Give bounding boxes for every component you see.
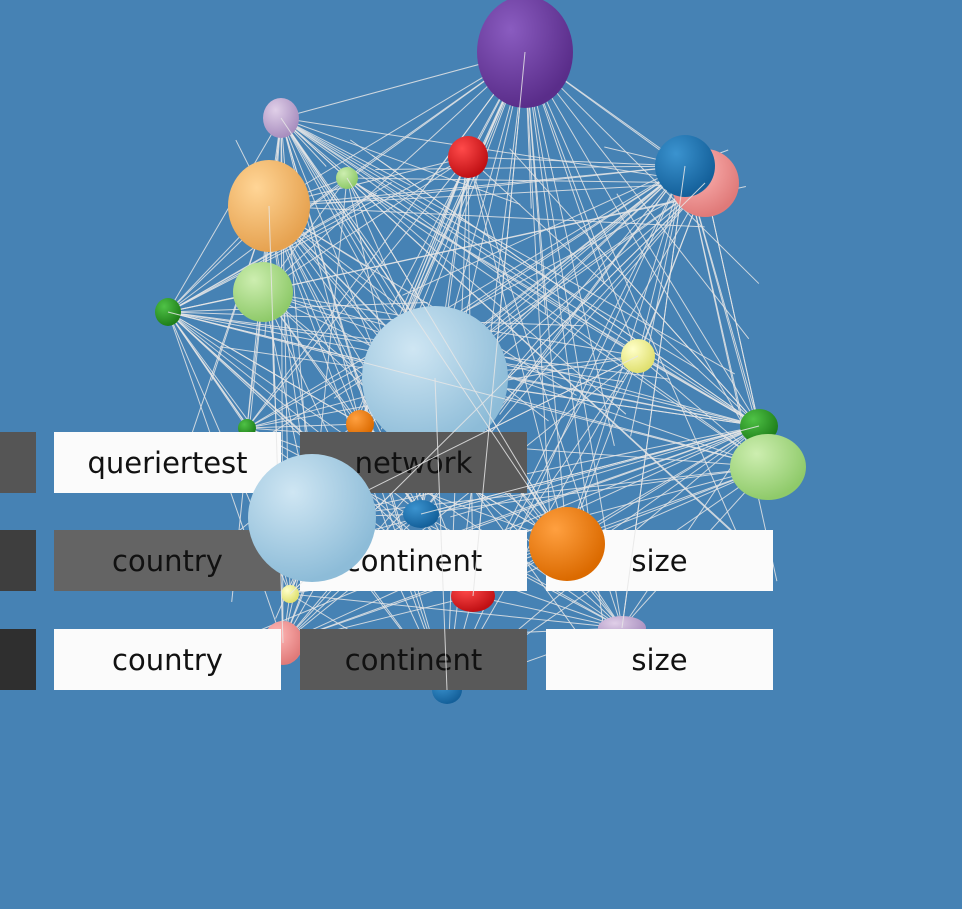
queriertest-button[interactable]: queriertest (54, 432, 281, 493)
network-button[interactable]: network (300, 432, 527, 493)
row-1-left-stub[interactable] (0, 432, 36, 493)
size-button-row-2[interactable]: size (546, 530, 773, 591)
size-button-row-3[interactable]: size (546, 629, 773, 690)
country-button-row-2[interactable]: country (54, 530, 281, 591)
graph-edge (472, 595, 623, 629)
graph-edge (289, 593, 623, 629)
country-button-row-3[interactable]: country (54, 629, 281, 690)
row-3-left-stub[interactable] (0, 629, 36, 690)
row-2-left-stub[interactable] (0, 530, 36, 591)
continent-button-row-2[interactable]: continent (300, 530, 527, 591)
continent-button-row-3[interactable]: continent (300, 629, 527, 690)
graph-edge (167, 117, 282, 313)
